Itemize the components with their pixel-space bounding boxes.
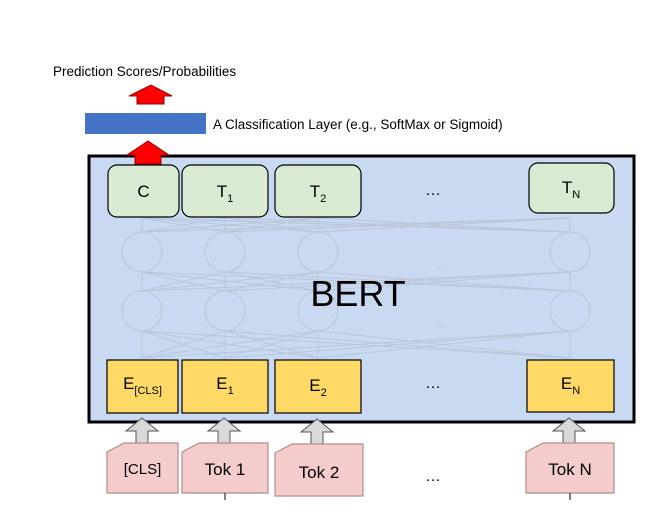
hidden-connection	[141, 217, 319, 233]
hidden-node	[297, 290, 339, 332]
embedding-box-1: E1	[181, 359, 269, 414]
embedding-label-2: E2	[309, 376, 326, 399]
hidden-node	[121, 231, 163, 273]
output-row: C T1 T2 … TN	[107, 162, 615, 218]
token-ellipsis: …	[425, 468, 441, 485]
classifier-red-arrow	[125, 140, 171, 165]
hidden-connection	[141, 271, 319, 292]
hidden-connection	[224, 271, 319, 292]
token-label-2: Tok 2	[299, 463, 340, 482]
token-label-n: Tok N	[548, 460, 591, 479]
classification-layer-bar	[85, 113, 206, 134]
hidden-connection	[141, 271, 226, 292]
output-box-t2: T2	[274, 164, 362, 218]
svg-text:...: ...	[437, 319, 446, 331]
hidden-node	[549, 290, 591, 332]
hidden-connection	[224, 217, 571, 233]
hidden-connection	[141, 217, 571, 233]
embedding-row: E[CLS] E1 E2 … EN	[106, 359, 615, 414]
hidden-connection	[141, 217, 226, 233]
output-box-tn: TN	[528, 162, 615, 214]
hidden-connection	[317, 271, 571, 292]
token-arrows	[124, 417, 587, 450]
token-box-n: Tok N	[525, 442, 615, 494]
hidden-connection	[224, 330, 571, 359]
svg-text:...: ...	[437, 260, 446, 272]
token-label-cls: [CLS]	[124, 461, 162, 478]
hidden-connection	[317, 330, 571, 359]
hidden-connection	[317, 217, 571, 233]
token-box-2: Tok 2	[274, 443, 364, 497]
output-ellipsis: …	[425, 182, 441, 199]
embedding-box-2: E2	[274, 359, 362, 414]
hidden-node	[549, 231, 591, 273]
output-label-t2: T2	[310, 182, 327, 205]
hidden-connection	[141, 271, 571, 292]
embedding-box-n: EN	[526, 359, 615, 413]
embedding-label-n: EN	[561, 374, 580, 397]
hidden-connection	[141, 330, 319, 359]
token-row: [CLS] Tok 1 Tok 2 … Tok N	[106, 442, 615, 497]
embedding-label-cls: E[CLS]	[123, 374, 162, 397]
hidden-node	[297, 231, 339, 273]
hidden-node	[121, 290, 163, 332]
hidden-connection	[224, 330, 319, 359]
output-label-tn: TN	[562, 178, 580, 201]
hidden-layers: ... ...	[121, 217, 591, 359]
hidden-connection	[224, 217, 319, 233]
bert-label: BERT	[310, 273, 405, 314]
classification-layer-label: A Classification Layer (e.g., SoftMax or…	[213, 117, 503, 132]
embedding-ellipsis: …	[425, 375, 441, 392]
output-box-c: C	[107, 164, 180, 218]
hidden-node	[204, 290, 246, 332]
token-box-1: Tok 1	[181, 442, 269, 494]
hidden-connection	[141, 330, 571, 359]
hidden-connection	[141, 330, 226, 359]
token-label-1: Tok 1	[205, 460, 246, 479]
output-label-t1: T1	[217, 182, 234, 205]
output-red-arrow	[128, 84, 173, 105]
output-label-c: C	[137, 182, 149, 201]
embedding-box-cls: E[CLS]	[106, 359, 179, 414]
token-box-cls: [CLS]	[106, 442, 179, 494]
embedding-label-1: E1	[216, 374, 233, 397]
hidden-node	[204, 231, 246, 273]
output-label: Prediction Scores/Probabilities	[53, 64, 236, 79]
hidden-connection	[224, 271, 571, 292]
output-box-t1: T1	[181, 164, 269, 218]
